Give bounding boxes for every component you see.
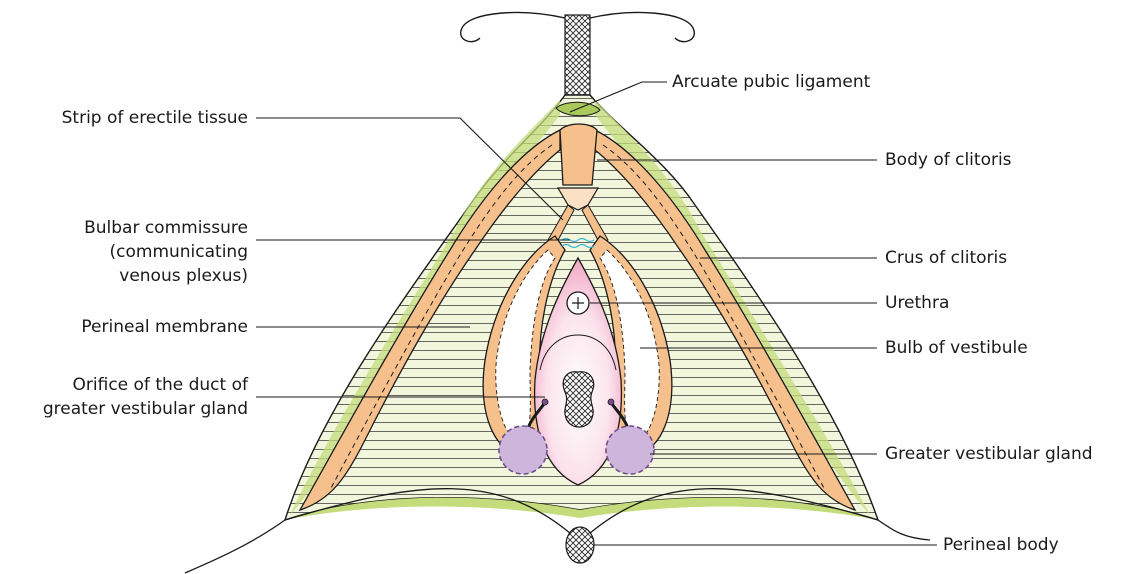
label-urethra: Urethra	[885, 292, 949, 314]
label-greater-vestibular-gland: Greater vestibular gland	[885, 443, 1093, 465]
greater-vestibular-gland-left	[499, 426, 547, 474]
vaginal-orifice	[563, 372, 593, 427]
gland-duct-left-orifice	[542, 399, 548, 405]
label-orifice-duct-1: Orifice of the duct of	[73, 374, 248, 396]
clitoris-body	[560, 124, 597, 185]
label-perineal-body: Perineal body	[943, 534, 1059, 556]
gland-duct-right-orifice	[608, 399, 614, 405]
label-bulb-of-vestibule: Bulb of vestibule	[885, 337, 1028, 359]
pubic-symphysis	[565, 15, 590, 95]
label-bulbar-commissure-3: venous plexus)	[119, 265, 248, 287]
label-orifice-duct-2: greater vestibular gland	[43, 398, 248, 420]
label-bulbar-commissure-2: (communicating	[110, 241, 249, 263]
label-strip-erectile-tissue: Strip of erectile tissue	[62, 107, 248, 129]
perineal-body	[566, 527, 594, 563]
label-arcuate-pubic-ligament: Arcuate pubic ligament	[672, 71, 870, 93]
greater-vestibular-gland-right	[606, 426, 654, 474]
label-perineal-membrane: Perineal membrane	[81, 316, 248, 338]
label-bulbar-commissure-1: Bulbar commissure	[84, 217, 248, 239]
label-crus-of-clitoris: Crus of clitoris	[885, 247, 1007, 269]
label-body-of-clitoris: Body of clitoris	[885, 149, 1012, 171]
